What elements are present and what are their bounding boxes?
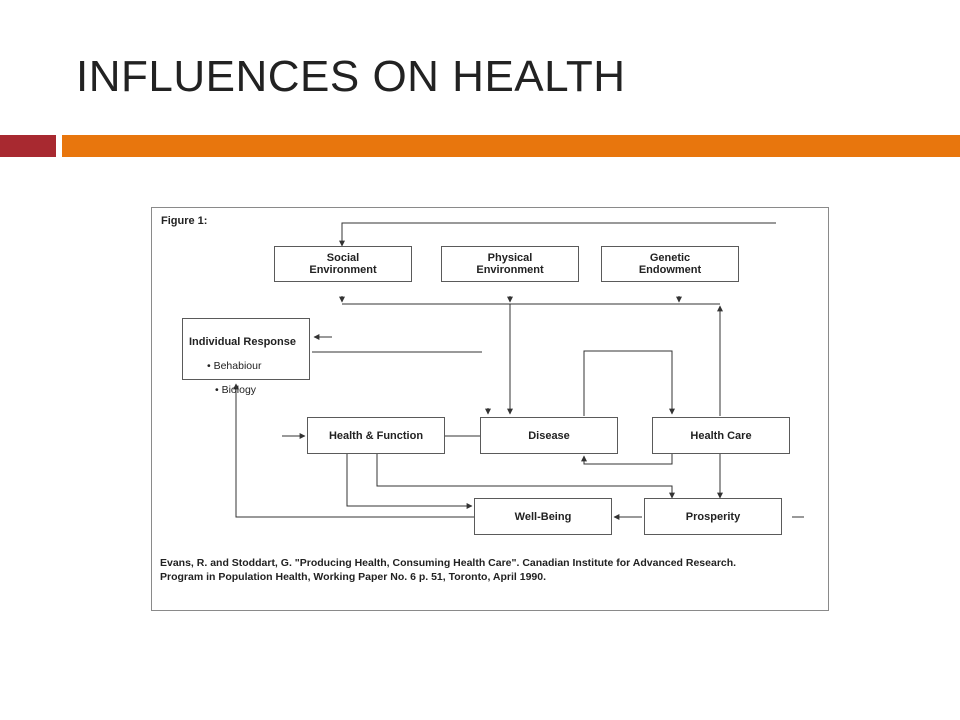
- health-care-box: Health Care: [652, 417, 790, 454]
- health-function-to-wellbeing-arrow: [346, 454, 473, 509]
- disease-to-healthcare-arrow: [583, 350, 675, 416]
- citation: Evans, R. and Stoddart, G. "Producing He…: [160, 556, 820, 584]
- citation-line-2: Program in Population Health, Working Pa…: [160, 571, 547, 583]
- figure-label: Figure 1:: [161, 215, 208, 227]
- figure-panel: Figure 1: Social Environment Physical En…: [151, 207, 829, 611]
- prosperity-box: Prosperity: [644, 498, 782, 535]
- health-function-to-prosperity-arrow: [376, 454, 675, 499]
- social-environment-box: Social Environment: [274, 246, 412, 282]
- accent-bar-orange: [62, 135, 960, 157]
- healthcare-to-disease-arrow: [581, 454, 673, 465]
- health-function-box: Health & Function: [307, 417, 445, 454]
- disease-box: Disease: [480, 417, 618, 454]
- individual-response-item: • Biology: [215, 384, 257, 396]
- slide-title: INFLUENCES ON HEALTH: [76, 52, 626, 101]
- citation-line-1: Evans, R. and Stoddart, G. "Producing He…: [160, 557, 737, 569]
- individual-response-title: Individual Response: [189, 336, 296, 348]
- genetic-endowment-box: Genetic Endowment: [601, 246, 739, 282]
- wellbeing-to-individual-arrow: [233, 383, 475, 518]
- individual-response-item: • Behabiour: [207, 360, 262, 372]
- accent-bar-red: [0, 135, 56, 157]
- physical-environment-box: Physical Environment: [441, 246, 579, 282]
- individual-response-box: Individual Response • Behabiour • Biolog…: [182, 318, 310, 396]
- well-being-box: Well-Being: [474, 498, 612, 535]
- top-feedback-arrow: [339, 222, 776, 247]
- connector-lines: [233, 222, 804, 520]
